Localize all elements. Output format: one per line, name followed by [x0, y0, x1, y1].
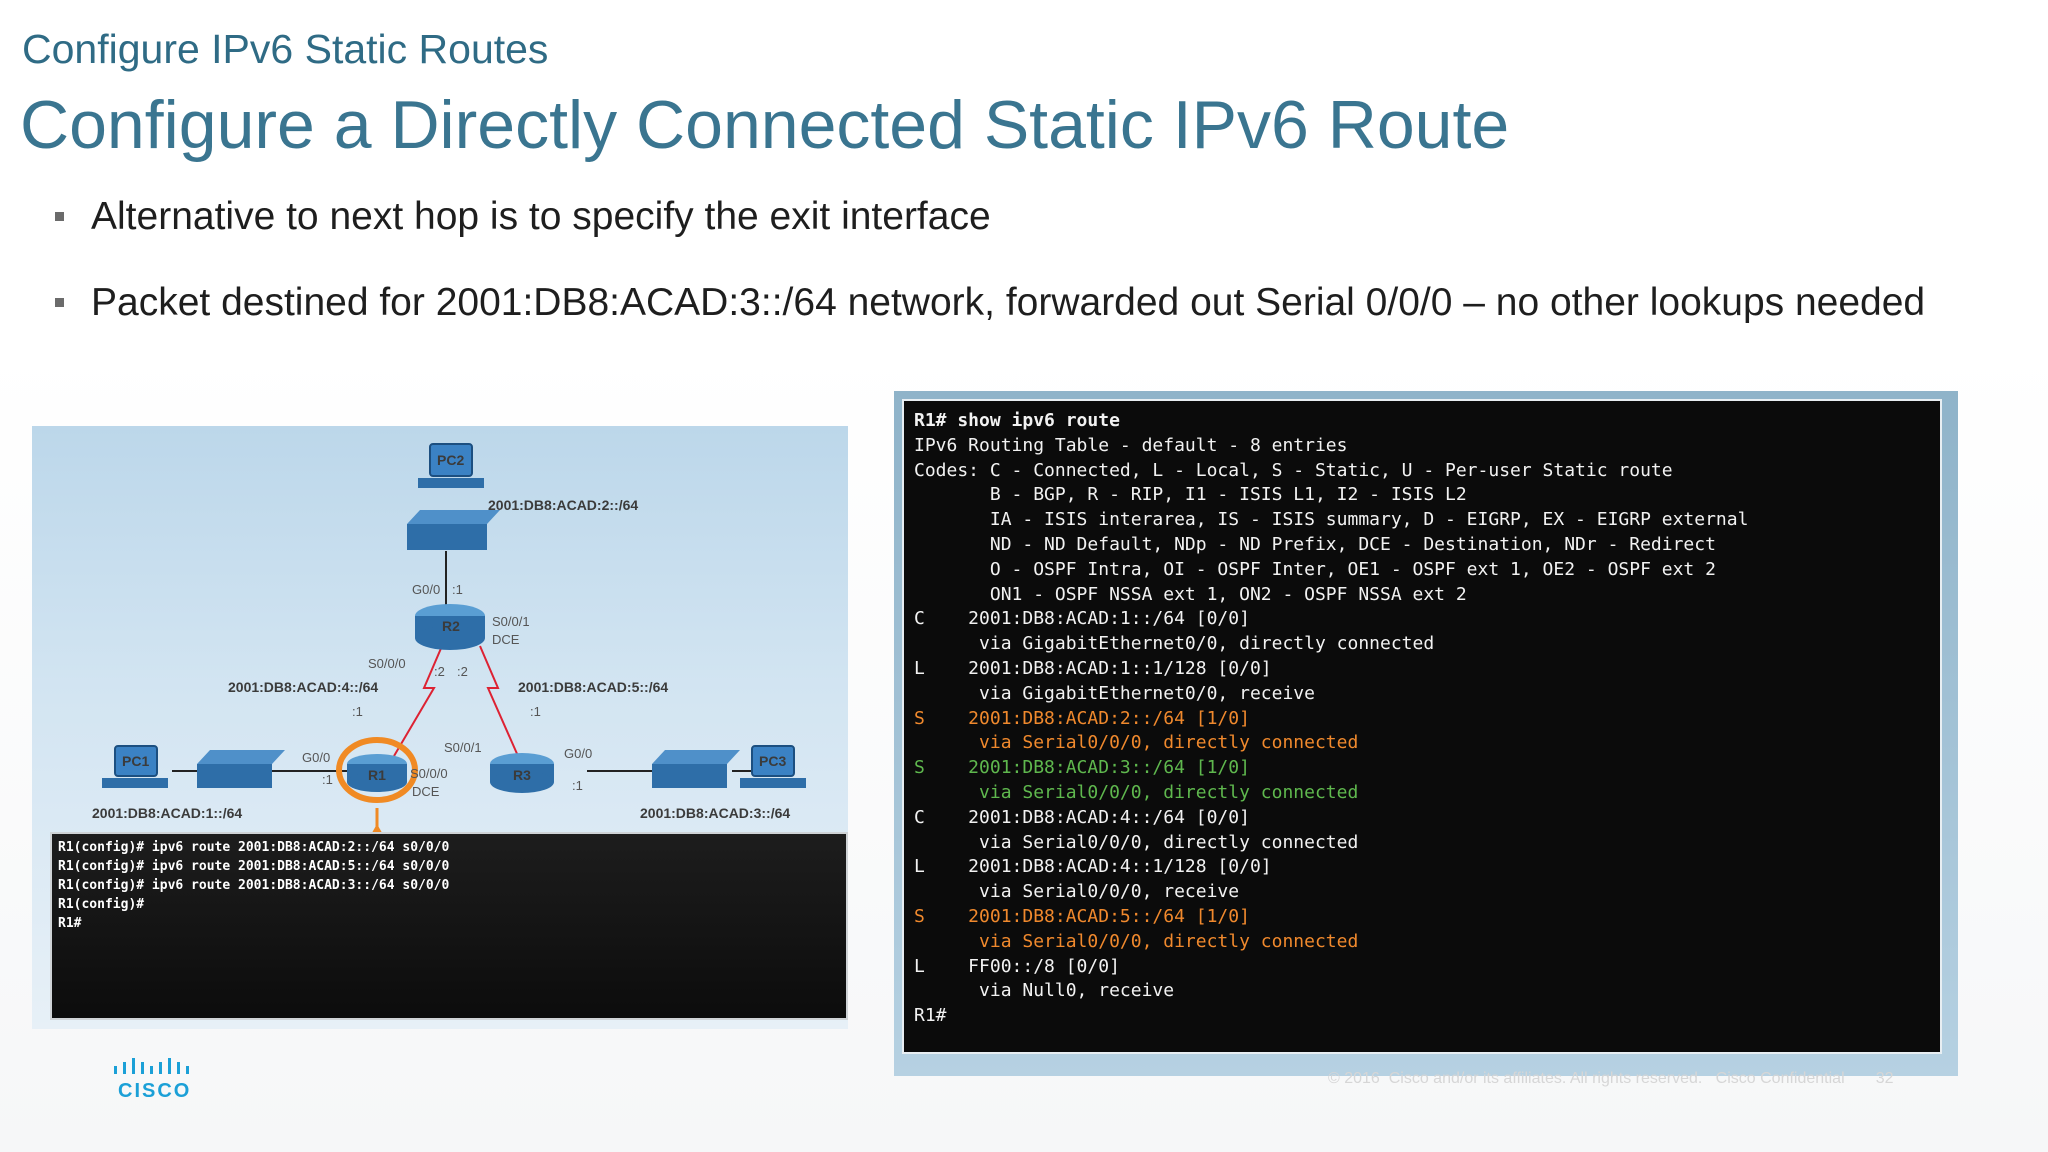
terminal-line: R1# — [914, 1005, 947, 1027]
pc3-icon — [740, 745, 806, 788]
terminal-line: via GigabitEthernet0/0, directly connect… — [914, 633, 1435, 655]
bullet-marker — [55, 298, 64, 307]
net5-label: 2001:DB8:ACAD:5::/64 — [518, 679, 668, 695]
switch-icon — [197, 750, 285, 788]
config-line: R1(config)# ipv6 route 2001:DB8:ACAD:5::… — [58, 859, 450, 874]
config-line: R1# — [58, 916, 82, 931]
r2-s001-label: S0/0/1 — [492, 614, 530, 629]
slide-title: Configure a Directly Connected Static IP… — [20, 87, 1510, 163]
bullet-text: Packet destined for 2001:DB8:ACAD:3::/64… — [91, 281, 1926, 324]
pc1-icon — [102, 745, 168, 788]
pc1-label: PC1 — [122, 753, 149, 769]
terminal-line: via Serial0/0/0, receive — [914, 881, 1240, 903]
r3-s001-label: S0/0/1 — [444, 740, 482, 755]
r2-s000-label: S0/0/0 — [368, 656, 406, 671]
bullet-text: Alternative to next hop is to specify th… — [91, 195, 991, 238]
terminal-line: L 2001:DB8:ACAD:1::1/128 [0/0] — [914, 658, 1272, 679]
pc2-label: PC2 — [437, 452, 464, 468]
r1-dce-label: DCE — [412, 784, 440, 799]
terminal-line: via GigabitEthernet0/0, receive — [914, 682, 1315, 704]
slide-footer: © 2016 Cisco and/or its affiliates. All … — [1328, 1070, 1894, 1087]
r2-g00-label: G0/0 — [412, 582, 440, 597]
terminal-line: via Null0, receive — [914, 980, 1175, 1002]
r2-s000-host: :2 — [434, 664, 445, 679]
pc3-label: PC3 — [759, 753, 786, 769]
router-r1-icon — [336, 737, 418, 803]
router-r2-icon — [415, 604, 485, 650]
terminal-line: ND - ND Default, NDp - ND Prefix, DCE - … — [914, 534, 1716, 555]
r1-s000-label: S0/0/0 — [410, 766, 448, 781]
terminal-line: via Serial0/0/0, directly connected — [914, 831, 1359, 853]
r1-label: R1 — [368, 767, 386, 783]
config-line: R1(config)# ipv6 route 2001:DB8:ACAD:2::… — [58, 840, 450, 855]
pc2-icon — [418, 443, 484, 488]
terminal-line: O - OSPF Intra, OI - OSPF Inter, OE1 - O… — [914, 558, 1716, 580]
router-r3-icon — [490, 753, 554, 793]
cisco-logo-icon — [114, 1058, 189, 1074]
r1-g00-label: G0/0 — [302, 750, 330, 765]
r1-s000-host: :1 — [352, 704, 363, 719]
r3-g00-host: :1 — [572, 778, 583, 793]
terminal-line: R1# show ipv6 route — [914, 410, 1120, 431]
terminal-line: C 2001:DB8:ACAD:4::/64 [0/0] — [914, 806, 1250, 828]
terminal-line: L 2001:DB8:ACAD:4::1/128 [0/0] — [914, 856, 1272, 878]
terminal-line: via Serial0/0/0, directly connected — [914, 782, 1359, 803]
config-line: R1(config)# — [58, 897, 145, 912]
r2-s001-host: :2 — [457, 664, 468, 679]
slide-subtitle: Configure IPv6 Static Routes — [22, 26, 549, 72]
switch-icon — [407, 510, 500, 550]
topology-diagram: PC2 R2 R1 R3 — [92, 443, 806, 838]
r2-dce-label: DCE — [492, 632, 520, 647]
config-terminal: R1(config)# ipv6 route 2001:DB8:ACAD:2::… — [50, 832, 848, 1020]
terminal-line: L FF00::/8 [0/0] — [914, 955, 1120, 977]
terminal-line: ON1 - OSPF NSSA ext 1, ON2 - OSPF NSSA e… — [914, 583, 1467, 605]
terminal-line: S 2001:DB8:ACAD:2::/64 [1/0] — [914, 707, 1250, 729]
terminal-line: IPv6 Routing Table - default - 8 entries — [914, 434, 1348, 456]
net4-label: 2001:DB8:ACAD:4::/64 — [228, 679, 378, 695]
r3-g00-label: G0/0 — [564, 746, 592, 761]
terminal-line: via Serial0/0/0, directly connected — [914, 732, 1359, 754]
terminal-line: C 2001:DB8:ACAD:1::/64 [0/0] — [914, 608, 1250, 630]
cisco-logo-text: CISCO — [118, 1080, 192, 1102]
bullet-marker — [55, 212, 64, 221]
terminal-line: Codes: C - Connected, L - Local, S - Sta… — [914, 459, 1673, 481]
config-line: R1(config)# ipv6 route 2001:DB8:ACAD:3::… — [58, 878, 450, 893]
r3-s001-host: :1 — [530, 704, 541, 719]
terminal-line: S 2001:DB8:ACAD:3::/64 [1/0] — [914, 757, 1250, 779]
r1-g00-host: :1 — [322, 772, 333, 787]
net3-label: 2001:DB8:ACAD:3::/64 — [640, 805, 790, 821]
net2-label: 2001:DB8:ACAD:2::/64 — [488, 497, 638, 513]
terminal-line: S 2001:DB8:ACAD:5::/64 [1/0] — [914, 906, 1250, 927]
net1-label: 2001:DB8:ACAD:1::/64 — [92, 805, 242, 821]
r3-label: R3 — [513, 767, 531, 783]
r2-label: R2 — [442, 618, 460, 634]
terminal-line: IA - ISIS interarea, IS - ISIS summary, … — [914, 509, 1749, 531]
r2-g00-host: :1 — [452, 582, 463, 597]
switch-icon — [652, 750, 740, 788]
terminal-line: B - BGP, R - RIP, I1 - ISIS L1, I2 - ISI… — [914, 484, 1467, 506]
terminal-line: via Serial0/0/0, directly connected — [914, 930, 1359, 952]
